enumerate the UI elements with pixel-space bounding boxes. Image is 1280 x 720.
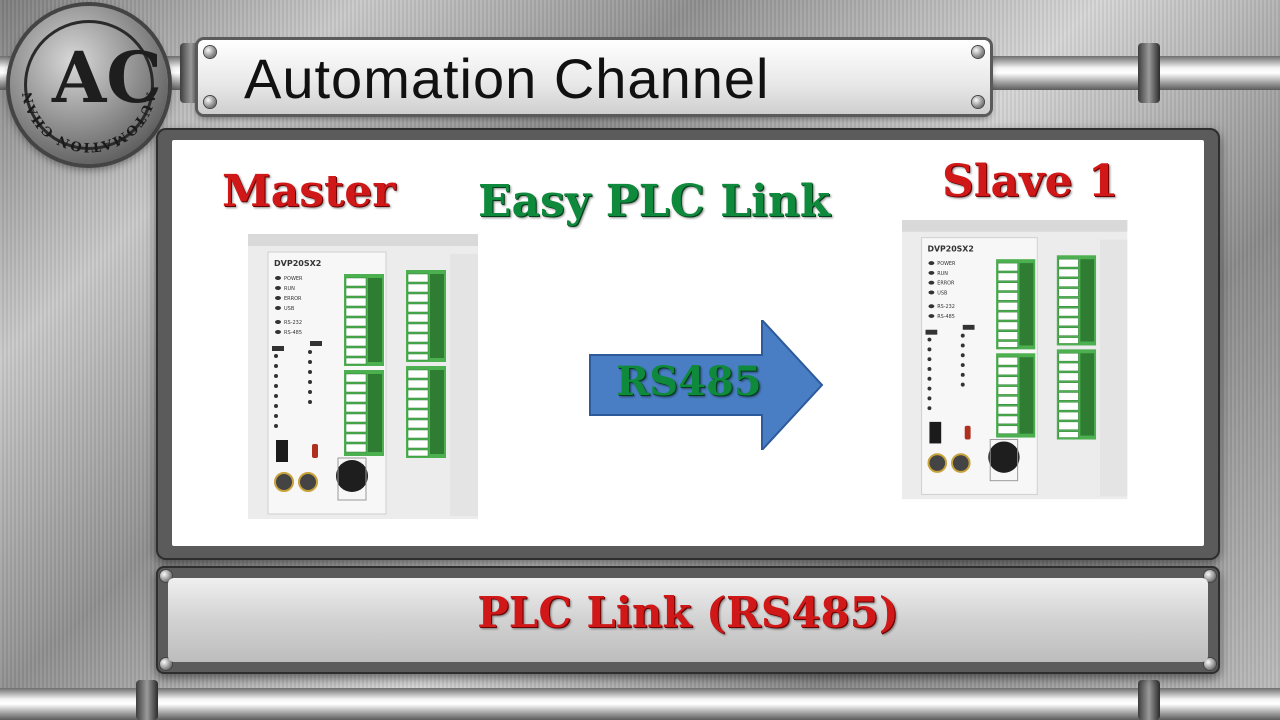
screw	[160, 658, 172, 670]
svg-text:POWER: POWER	[284, 276, 303, 282]
logo-ring	[24, 20, 154, 150]
svg-text:ERROR: ERROR	[937, 281, 955, 287]
svg-text:RUN: RUN	[937, 271, 948, 277]
channel-title: Automation Channel	[244, 47, 770, 110]
logo-ring-text: AUTOMATION CHANNEL	[10, 6, 157, 154]
channel-logo: AUTOMATION CHANNEL AC	[10, 6, 168, 164]
main-panel: Master Easy PLC Link Slave 1 RS485 DVP20…	[156, 128, 1220, 560]
slide-canvas: Master Easy PLC Link Slave 1 RS485 DVP20…	[172, 140, 1204, 546]
svg-text:USB: USB	[284, 306, 295, 312]
screw	[972, 96, 984, 108]
svg-text:POWER: POWER	[937, 261, 956, 267]
svg-text:RS-485: RS-485	[284, 330, 302, 336]
screw	[1204, 658, 1216, 670]
pipe-coupler	[1138, 43, 1160, 103]
footer-panel: PLC Link (RS485)	[156, 566, 1220, 674]
bottom-pipe	[0, 688, 1280, 720]
logo-letters: AC	[52, 36, 163, 119]
master-label: Master	[222, 166, 396, 217]
svg-text:DVP20SX2: DVP20SX2	[274, 259, 321, 268]
arrow-label: RS485	[616, 358, 762, 405]
screw	[204, 46, 216, 58]
master-plc: DVP20SX2 POWER RUN ERROR USB RS-232 RS-4…	[248, 234, 478, 523]
screw	[1204, 570, 1216, 582]
svg-text:USB: USB	[937, 290, 948, 296]
footer-title: PLC Link (RS485)	[477, 588, 899, 637]
screw	[972, 46, 984, 58]
title-bar: Automation Channel	[198, 40, 990, 114]
svg-text:ERROR: ERROR	[284, 296, 302, 302]
svg-text:RS-232: RS-232	[284, 320, 302, 326]
svg-text:RS-232: RS-232	[937, 304, 955, 310]
footer-plate: PLC Link (RS485)	[168, 578, 1208, 662]
pipe-coupler	[136, 680, 158, 720]
rs485-arrow-icon	[589, 320, 824, 450]
slave-label: Slave 1	[942, 156, 1119, 207]
screw	[204, 96, 216, 108]
pipe-coupler	[1138, 680, 1160, 720]
slave-plc: DVP20SX2 POWER RUN ERROR USB RS-232 RS-4…	[902, 220, 1128, 503]
svg-text:RUN: RUN	[284, 286, 295, 292]
pipe-coupler	[180, 43, 202, 103]
plc-device-icon: DVP20SX2 POWER RUN ERROR USB RS-232 RS-4…	[248, 234, 478, 519]
svg-text:RS-485: RS-485	[937, 314, 955, 320]
slide-title: Easy PLC Link	[478, 176, 831, 227]
plc-device-icon: DVP20SX2 POWER RUN ERROR USB RS-232 RS-4…	[902, 220, 1128, 500]
svg-text:DVP20SX2: DVP20SX2	[927, 244, 973, 253]
